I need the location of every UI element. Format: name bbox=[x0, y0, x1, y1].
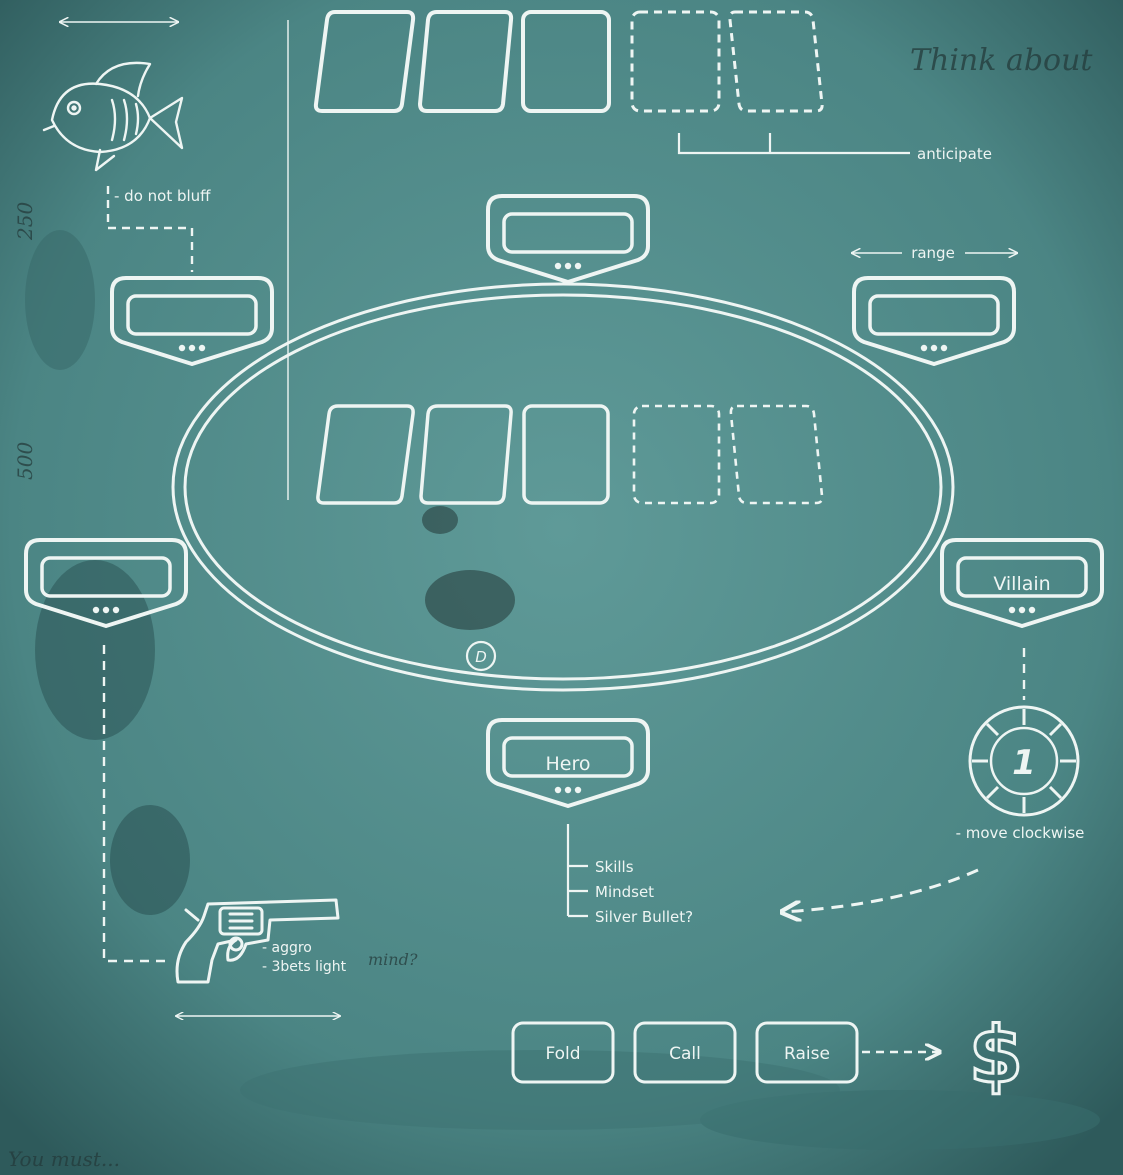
gun-note-3bets: - 3bets light bbox=[262, 959, 347, 975]
gun-scribble: mind? bbox=[368, 950, 418, 969]
top-handwritten-note: Think about bbox=[910, 43, 1093, 78]
chip-value: 1 bbox=[1012, 743, 1036, 783]
fold-button-label: Fold bbox=[545, 1044, 580, 1064]
gun-note-aggro: - aggro bbox=[262, 940, 312, 956]
fish-note: - do not bluff bbox=[114, 187, 211, 205]
seat-villain-label: Villain bbox=[993, 573, 1050, 595]
anticipate-label: anticipate bbox=[917, 145, 992, 163]
chip-note: - move clockwise bbox=[956, 824, 1085, 842]
side-number-upper: 250 bbox=[13, 202, 37, 241]
dealer-button-label: D bbox=[475, 648, 487, 666]
seat-hero-label: Hero bbox=[546, 753, 591, 775]
hero-note-silver-bullet: Silver Bullet? bbox=[595, 908, 693, 926]
call-button-label: Call bbox=[669, 1044, 701, 1064]
hero-note-mindset: Mindset bbox=[595, 883, 654, 901]
hero-note-skills: Skills bbox=[595, 858, 634, 876]
side-number-lower: 500 bbox=[13, 442, 37, 480]
range-label: range bbox=[911, 244, 955, 262]
bottom-handwritten-note: You must... bbox=[8, 1147, 120, 1171]
raise-button-label: Raise bbox=[784, 1044, 830, 1064]
dollar-icon: $ bbox=[969, 1011, 1023, 1101]
